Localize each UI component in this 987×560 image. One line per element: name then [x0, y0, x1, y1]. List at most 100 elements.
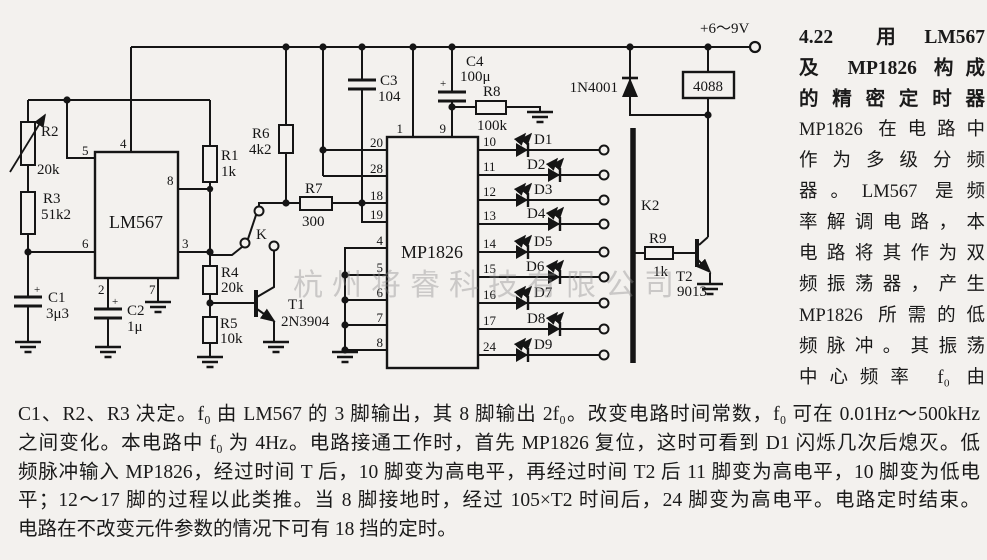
pin-LM567-3: 3 [182, 236, 189, 251]
diode-1N4001: 1N4001 [570, 76, 638, 97]
pin-MP1826-18: 18 [370, 188, 383, 203]
value-R7: 300 [302, 214, 325, 230]
ic-LM567: LM567 4 5 8 3 6 2 7 [82, 136, 189, 297]
pin-MP1826-6: 6 [377, 285, 384, 300]
label-D3: D3 [534, 182, 552, 198]
pin-MP1826-15: 15 [483, 261, 496, 276]
pin-MP1826-19: 19 [370, 207, 383, 222]
pin-LM567-2: 2 [98, 282, 105, 297]
led-row-D4: 13 D4 [483, 206, 610, 231]
supply-terminal: +6～9V [700, 21, 762, 54]
section-title-line: 4.22 用 LM567 [799, 27, 985, 48]
pin-MP1826-4: 4 [377, 233, 384, 248]
caption-text: C1、R2、R3 决定。f₀ 由 LM567 的 3 脚输出，其 8 脚输出 2… [18, 401, 980, 545]
label-R6: R6 [252, 126, 270, 142]
caption-line: 频脉冲输入 MP1826，经过时间 T 后，10 脚变为高电平，再经过时间 T2… [18, 461, 980, 483]
label-D9: D9 [534, 337, 552, 353]
led-row-D7: 16 D7 [483, 285, 610, 310]
potentiometer-arrow-icon [9, 113, 46, 173]
capacitor-C1: + C1 3μ3 [14, 284, 69, 322]
label-R5: R5 [220, 316, 238, 332]
value-R5: 10k [220, 331, 243, 347]
polarity-plus-icon: + [440, 78, 446, 90]
value-T1: 2N3904 [281, 314, 330, 330]
resistor-R3: R3 51k2 [20, 191, 71, 235]
label-R7: R7 [305, 181, 323, 197]
label-D4: D4 [527, 206, 546, 222]
label-R3: R3 [43, 191, 61, 207]
section-title-line: 的精密定时器 [799, 89, 985, 110]
resistor-R6: R6 4k2 [249, 124, 294, 158]
pin-MP1826-11: 11 [483, 159, 496, 174]
pin-MP1826-16: 16 [483, 287, 497, 302]
section-title-line: 及 MP1826 构成 [799, 58, 985, 79]
label-1N4001: 1N4001 [570, 80, 618, 96]
pin-MP1826-28: 28 [370, 161, 383, 176]
label-C1: C1 [48, 290, 66, 306]
ic-label-MP1826: MP1826 [401, 242, 463, 262]
led-row-D2: 11 D2 [483, 157, 610, 182]
junction-dots [24, 43, 712, 354]
label-K2: K2 [641, 198, 659, 214]
resistor-R7: R7 300 [299, 181, 333, 230]
led-row-D1: 10 D1 [483, 132, 610, 157]
sidebar-body-line: 频脉冲。其振荡 [799, 337, 985, 357]
caption-line: 电路在不改变元件参数的情况下可有 18 挡的定时。 [18, 519, 457, 541]
label-R9: R9 [649, 231, 667, 247]
pin-LM567-5: 5 [82, 143, 89, 158]
label-D6: D6 [526, 259, 545, 275]
pin-MP1826-24: 24 [483, 339, 497, 354]
label-R2: R2 [41, 124, 59, 140]
pin-MP1826-9: 9 [440, 121, 447, 136]
ic-label-LM567: LM567 [109, 212, 163, 232]
value-R2: 20k [37, 162, 60, 178]
pin-MP1826-12: 12 [483, 184, 496, 199]
resistor-R4: R4 20k [202, 265, 244, 296]
value-C4: 100μ [460, 69, 491, 85]
value-R3: 51k2 [41, 207, 71, 223]
pin-LM567-4: 4 [120, 136, 127, 151]
pin-MP1826-13: 13 [483, 208, 496, 223]
polarity-plus-icon: + [112, 296, 118, 308]
label-D7: D7 [534, 285, 553, 301]
value-R9: 1k [653, 264, 669, 280]
label-K: K [256, 227, 267, 243]
value-T2: 9013 [677, 284, 707, 300]
pin-MP1826-20: 20 [370, 135, 383, 150]
sidebar-body-line: 器。LM567 是频 [799, 182, 985, 202]
pin-LM567-8: 8 [167, 173, 174, 188]
pin-MP1826-1: 1 [397, 121, 404, 136]
resistor-R1: R1 1k [202, 145, 239, 183]
sidebar-body-line: 作为多级分频 [799, 151, 985, 171]
pin-MP1826-7: 7 [377, 310, 384, 325]
value-R1: 1k [221, 164, 237, 180]
relay-4088: 4088 [681, 70, 736, 100]
label-D1: D1 [534, 132, 552, 148]
label-T1: T1 [288, 297, 305, 313]
caption-line: C1、R2、R3 决定。f₀ 由 LM567 的 3 脚输出，其 8 脚输出 2… [18, 404, 980, 425]
ic-MP1826: MP1826 1 9 20 28 18 19 4 5 6 7 8 [370, 121, 480, 370]
label-D5: D5 [534, 234, 552, 250]
sidebar-body-line: 频振荡器，产生 [799, 275, 985, 295]
pin-MP1826-10: 10 [483, 134, 496, 149]
value-R6: 4k2 [249, 142, 272, 158]
pin-MP1826-5: 5 [377, 260, 384, 275]
sidebar-text: 4.22 用 LM567 及 MP1826 构成 的精密定时器 MP1826 在… [799, 22, 985, 394]
supply-label: +6～9V [700, 21, 749, 37]
label-D8: D8 [527, 311, 545, 327]
sidebar-body-line: MP1826 在电路中 [799, 120, 985, 140]
led-row-D9: 24 D9 [483, 337, 610, 362]
relay-contact-bar-K2: K2 [630, 128, 659, 363]
label-R1: R1 [221, 148, 239, 164]
label-C3: C3 [380, 73, 398, 89]
capacitor-C2: + C2 1μ [94, 296, 145, 335]
capacitor-C3: C3 104 [348, 73, 401, 105]
pin-MP1826-17: 17 [483, 313, 497, 328]
capacitor-C4: + C4 100μ [438, 54, 491, 103]
value-C2: 1μ [127, 319, 143, 335]
label-C2: C2 [127, 303, 145, 319]
pin-MP1826-14: 14 [483, 236, 497, 251]
switch-K: K [239, 205, 280, 252]
label-D2: D2 [527, 157, 545, 173]
label-C4: C4 [466, 54, 484, 70]
